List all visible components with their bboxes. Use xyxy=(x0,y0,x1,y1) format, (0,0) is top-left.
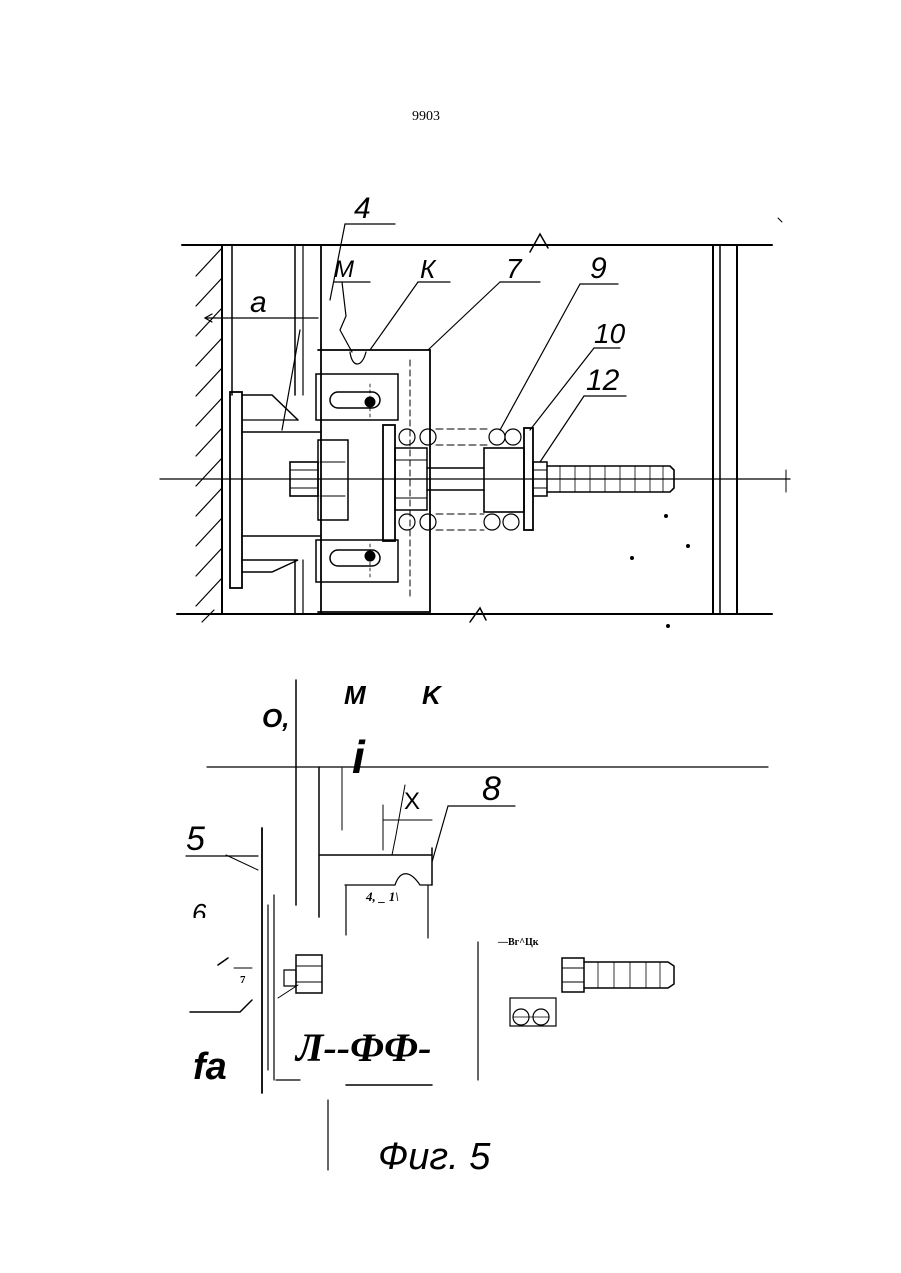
callout-a: a xyxy=(250,288,267,318)
label-4: 4, _ 1\ xyxy=(366,890,399,903)
upper-drawing xyxy=(0,0,901,660)
callout-9: 9 xyxy=(590,254,607,284)
callout-k: К xyxy=(420,256,435,282)
label-o: O, xyxy=(262,705,289,731)
label-k: K xyxy=(422,682,441,708)
label-m: M xyxy=(344,682,366,708)
label-big: Л--ФФ- xyxy=(296,1028,431,1068)
label-x: X xyxy=(404,790,420,814)
label-7: 7 xyxy=(240,975,246,986)
callout-4: 4 xyxy=(354,194,371,224)
callout-12: 12 xyxy=(586,366,619,396)
callout-10: 10 xyxy=(594,320,625,348)
label-i: i xyxy=(352,734,365,780)
label-fa: fa xyxy=(193,1048,227,1086)
callout-m: М xyxy=(334,258,354,282)
label-8: 8 xyxy=(482,772,501,806)
label-5: 5 xyxy=(186,822,205,856)
label-small: —Вг^Цк xyxy=(498,938,539,948)
label-6: 6 xyxy=(192,900,206,918)
figure-caption: Фиг. 5 xyxy=(378,1138,490,1176)
callout-7: 7 xyxy=(506,255,522,283)
